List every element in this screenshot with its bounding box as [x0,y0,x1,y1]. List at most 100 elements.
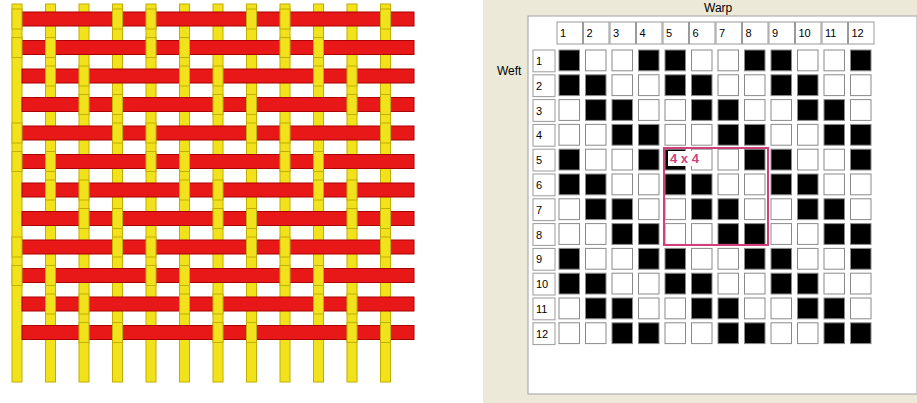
row-header-cell [533,174,555,196]
weave-cell [639,298,660,319]
warp-float [247,237,257,257]
weave-cell [639,224,660,245]
weave-cell [718,174,739,195]
weave-cell [851,149,872,170]
warp-float [213,294,223,314]
warp-float [46,294,56,314]
weave-cell [718,323,739,344]
weave-cell [639,75,660,96]
row-header-cell [533,124,555,146]
weave-cell [745,149,766,170]
column-header-cell [769,22,795,44]
warp-float [79,323,89,343]
row-header-cell [533,323,555,345]
weave-cell [586,75,607,96]
warp-float [213,180,223,200]
weave-cell [586,50,607,71]
column-number: 2 [587,26,593,40]
row-header-cell [533,248,555,270]
weave-cell [586,323,607,344]
weave-cell [798,298,819,319]
warp-float [347,66,357,86]
weave-cell [824,149,845,170]
weave-cell [639,174,660,195]
warp-float [146,38,156,58]
weave-cell [586,224,607,245]
weave-cell [612,75,633,96]
weave-cell [665,100,686,121]
column-header-cell [849,22,875,44]
weave-cell [559,248,580,269]
row-header-cell [533,273,555,295]
warp-float [180,294,190,314]
warp-float [280,38,290,58]
weave-cell [612,100,633,121]
column-header-cell [822,22,848,44]
weave-cell [824,174,845,195]
row-number: 5 [536,153,542,167]
woven-fabric [12,4,414,382]
weave-cell [559,50,580,71]
warp-yarn [213,4,223,382]
weave-cell [851,75,872,96]
weave-cell [559,199,580,220]
warp-float [381,9,391,29]
weave-cell [851,248,872,269]
weave-cell [745,273,766,294]
weave-cell [798,100,819,121]
weave-cell [718,124,739,145]
column-header-cell [584,22,610,44]
weave-cell [639,248,660,269]
weave-cell [718,248,739,269]
row-number: 10 [536,277,548,291]
weave-cell [559,124,580,145]
weave-cell [745,100,766,121]
warp-float [79,209,89,229]
warp-float [381,237,391,257]
weave-cell [824,75,845,96]
row-number: 2 [536,79,542,93]
weave-cell [798,323,819,344]
warp-float [46,38,56,58]
weft-yarn [22,12,414,26]
warp-float [12,9,22,29]
weave-cell [665,124,686,145]
weave-cell [586,149,607,170]
warp-float [280,266,290,286]
warp-float [113,209,123,229]
warp-float [213,323,223,343]
warp-float [79,95,89,115]
weave-cell [559,273,580,294]
row-number: 8 [536,228,542,242]
warp-float [280,237,290,257]
warp-float [247,9,257,29]
column-header-cell [663,22,689,44]
weave-cell [851,50,872,71]
weave-cell [718,100,739,121]
warp-float [180,66,190,86]
weave-cell [665,273,686,294]
warp-float [46,180,56,200]
warp-float [314,294,324,314]
row-number: 1 [536,54,542,68]
warp-float [46,266,56,286]
weave-cell [612,248,633,269]
weft-yarn [22,126,414,140]
weave-cell [851,199,872,220]
warp-float [12,38,22,58]
weave-cell [798,50,819,71]
row-number: 3 [536,104,542,118]
weave-cell [639,199,660,220]
warp-float [146,123,156,143]
weave-cell [692,199,713,220]
weave-cell [771,124,792,145]
weft-yarn [22,240,414,254]
weft-yarn [22,41,414,55]
weave-cell [745,323,766,344]
row-header-cell [533,199,555,221]
warp-float [247,323,257,343]
column-number: 11 [825,26,836,40]
row-header-cell [533,224,555,246]
weave-cell [586,248,607,269]
weave-grid [533,22,874,345]
